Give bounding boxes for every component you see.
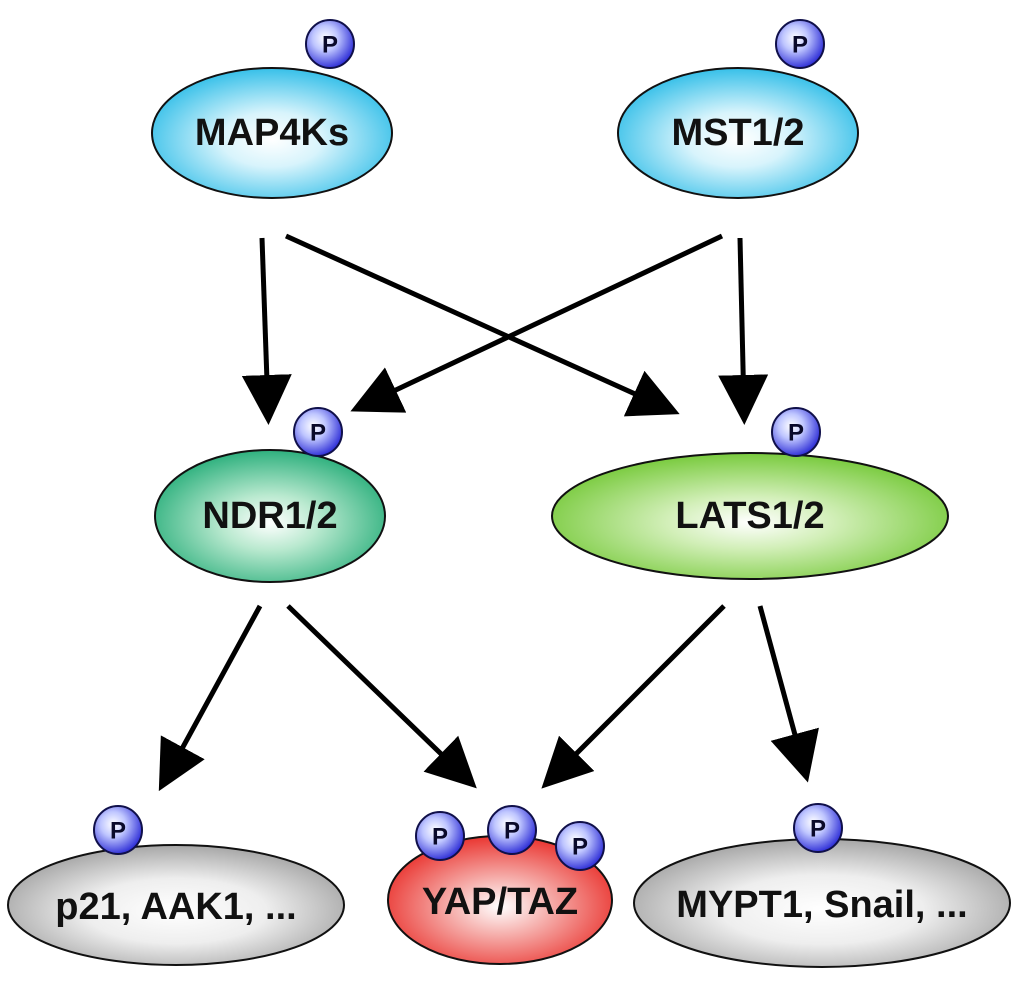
phospho-icon: P: [305, 19, 355, 69]
phospho-icon: P: [93, 805, 143, 855]
node-mst12-shape: [617, 67, 859, 199]
node-map4ks-shape: [151, 67, 393, 199]
node-ndr12: NDR1/2 P: [154, 407, 386, 583]
phospho-label: P: [310, 420, 326, 447]
node-ndr12-label: NDR1/2: [202, 495, 337, 537]
phospho-label: P: [110, 818, 126, 845]
phospho-icon: P: [775, 19, 825, 69]
node-lats12: LATS1/2 P: [551, 407, 949, 580]
node-map4ks: MAP4Ks P: [151, 19, 393, 199]
node-mst12-label: MST1/2: [671, 112, 804, 154]
phospho-label: P: [788, 420, 804, 447]
phospho-label: P: [792, 32, 808, 59]
arrow-lats12-to-yaptaz: [541, 604, 726, 789]
arrow-mst12-to-ndr12: [350, 233, 724, 413]
phospho-label: P: [432, 824, 448, 851]
phospho-label: P: [572, 834, 588, 861]
phospho-icon: P: [415, 811, 465, 861]
node-lats12-shape: [551, 452, 949, 580]
phospho-icon: P: [293, 407, 343, 457]
arrow-lats12-to-mypt1: [757, 605, 819, 783]
node-mst12: MST1/2 P: [617, 19, 859, 199]
node-yaptaz-label: YAP/TAZ: [422, 881, 578, 923]
arrows-layer: [158, 233, 819, 792]
node-mypt1-label: MYPT1, Snail, ...: [676, 884, 967, 926]
arrow-ndr12-to-p21: [158, 604, 263, 792]
phospho-icon: P: [771, 407, 821, 457]
node-mypt1: MYPT1, Snail, ... P: [633, 803, 1011, 968]
arrow-ndr12-to-yaptaz: [286, 604, 477, 789]
node-p21-shape: [7, 844, 345, 966]
arrow-map4ks-to-lats12: [284, 233, 680, 417]
phospho-icon: P: [793, 803, 843, 853]
phospho-label: P: [810, 816, 826, 843]
phospho-label: P: [322, 32, 338, 59]
phospho-icon: P: [487, 805, 537, 855]
phospho-label: P: [504, 818, 520, 845]
node-yaptaz: YAP/TAZ P P P: [387, 805, 613, 965]
arrow-map4ks-to-ndr12: [241, 237, 292, 425]
node-lats12-label: LATS1/2: [675, 495, 824, 537]
node-p21: p21, AAK1, ... P: [7, 805, 345, 966]
node-p21-label: p21, AAK1, ...: [55, 886, 296, 928]
node-ndr12-shape: [154, 449, 386, 583]
phospho-icon: P: [555, 821, 605, 871]
arrow-mst12-to-lats12: [718, 237, 769, 425]
node-map4ks-label: MAP4Ks: [195, 112, 349, 154]
